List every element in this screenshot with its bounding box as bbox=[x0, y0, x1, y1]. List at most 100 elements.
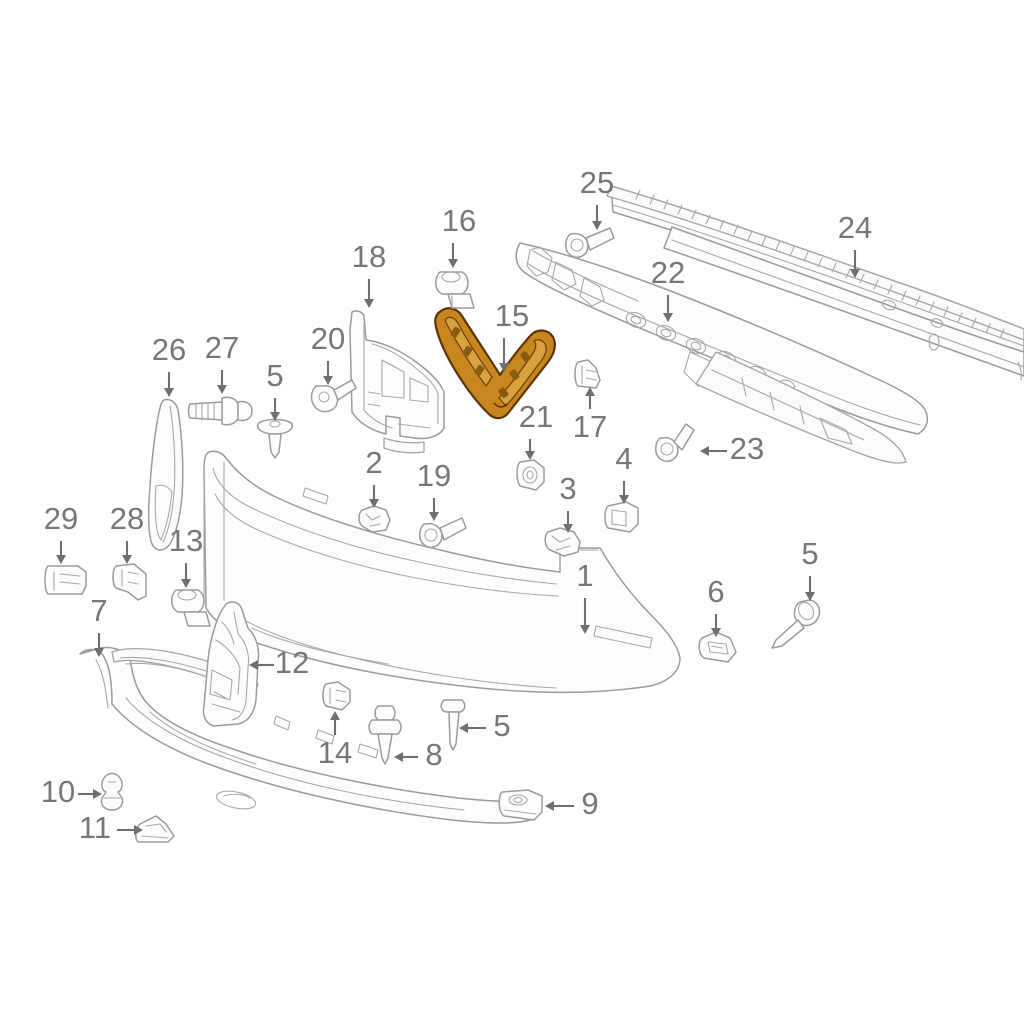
callout-29: 29 bbox=[44, 501, 78, 564]
leader-arrowhead bbox=[330, 711, 340, 720]
callout-number-10: 10 bbox=[41, 774, 75, 809]
leader-arrowhead bbox=[592, 221, 602, 230]
leader-arrowhead bbox=[545, 801, 554, 811]
callout-3: 3 bbox=[559, 471, 577, 533]
leader-arrowhead bbox=[270, 412, 280, 421]
callout-11: 11 bbox=[79, 810, 143, 845]
callout-5: 5 bbox=[266, 358, 284, 421]
callout-number-17: 17 bbox=[573, 409, 607, 444]
leader-arrowhead bbox=[663, 313, 673, 322]
callout-15: 15 bbox=[495, 298, 529, 372]
leader-arrowhead bbox=[499, 363, 509, 372]
part-11-clip bbox=[135, 815, 175, 843]
leader-arrowhead bbox=[580, 625, 590, 634]
callout-27: 27 bbox=[205, 330, 239, 394]
part-12-bracket bbox=[202, 601, 260, 727]
callout-26: 26 bbox=[152, 332, 186, 397]
callout-number-5: 5 bbox=[266, 358, 283, 393]
part-18-side-bracket bbox=[349, 310, 445, 454]
part-14-clip bbox=[322, 681, 351, 711]
callout-1: 1 bbox=[576, 558, 594, 634]
callout-number-20: 20 bbox=[311, 321, 345, 356]
callout-number-3: 3 bbox=[559, 471, 576, 506]
callout-number-18: 18 bbox=[352, 239, 386, 274]
leader-arrowhead bbox=[429, 512, 439, 521]
callout-number-23: 23 bbox=[730, 431, 764, 466]
part-10-push-clip bbox=[100, 772, 124, 811]
part-20-bolt bbox=[310, 379, 357, 413]
callout-25: 25 bbox=[580, 165, 614, 230]
leader-arrowhead bbox=[364, 299, 374, 308]
part-8-rivet bbox=[368, 705, 402, 765]
callout-number-15: 15 bbox=[495, 298, 529, 333]
part-24-reinforcement-beam bbox=[606, 185, 1024, 381]
callout-17: 17 bbox=[573, 387, 607, 444]
leader-arrowhead bbox=[134, 825, 143, 835]
part-25-bolt bbox=[565, 227, 615, 258]
callout-2: 2 bbox=[365, 445, 383, 508]
callout-12: 12 bbox=[249, 645, 309, 680]
callout-number-28: 28 bbox=[110, 501, 144, 536]
callout-number-11: 11 bbox=[79, 810, 111, 845]
leader-arrowhead bbox=[93, 789, 102, 799]
callout-number-25: 25 bbox=[580, 165, 614, 200]
callout-6: 6 bbox=[707, 574, 725, 637]
callout-22: 22 bbox=[651, 255, 685, 322]
part-1-bumper-cover bbox=[203, 450, 681, 694]
part-17-clip bbox=[574, 359, 601, 389]
leader-arrowhead bbox=[181, 579, 191, 588]
part-5c-pin bbox=[440, 699, 466, 751]
part-26-trim-strip bbox=[147, 398, 184, 551]
leader-arrowhead bbox=[448, 259, 458, 268]
callout-8: 8 bbox=[394, 737, 443, 772]
part-13-bolt bbox=[171, 589, 211, 627]
part-9-nut-plate bbox=[498, 789, 543, 821]
part-5a-push-pin bbox=[256, 418, 294, 459]
leader-arrowhead bbox=[164, 388, 174, 397]
callout-5: 5 bbox=[801, 536, 819, 601]
callout-13: 13 bbox=[169, 523, 203, 588]
leader-arrowhead bbox=[585, 387, 595, 396]
part-23-stud bbox=[655, 423, 695, 462]
leader-arrowhead bbox=[850, 269, 860, 278]
leader-arrowhead bbox=[619, 495, 629, 504]
callout-14: 14 bbox=[318, 711, 352, 770]
callout-number-27: 27 bbox=[205, 330, 239, 365]
callout-number-24: 24 bbox=[838, 210, 872, 245]
callout-number-5: 5 bbox=[493, 708, 510, 743]
callout-number-22: 22 bbox=[651, 255, 685, 290]
callout-number-29: 29 bbox=[44, 501, 78, 536]
leader-arrowhead bbox=[217, 385, 227, 394]
callout-number-21: 21 bbox=[519, 399, 553, 434]
callout-21: 21 bbox=[519, 399, 553, 460]
callout-9: 9 bbox=[545, 786, 599, 821]
part-27-screw bbox=[187, 396, 253, 426]
callout-number-6: 6 bbox=[707, 574, 724, 609]
callout-number-26: 26 bbox=[152, 332, 186, 367]
leader-arrowhead bbox=[56, 555, 66, 564]
leader-arrowhead bbox=[323, 376, 333, 385]
callout-7: 7 bbox=[90, 593, 108, 657]
part-29-clip bbox=[44, 565, 87, 595]
part-21-grommet bbox=[516, 459, 545, 491]
callout-10: 10 bbox=[41, 774, 102, 809]
callout-16: 16 bbox=[442, 203, 476, 268]
callout-4: 4 bbox=[615, 441, 633, 504]
part-6-bracket bbox=[698, 631, 737, 663]
callout-18: 18 bbox=[352, 239, 386, 308]
callout-number-16: 16 bbox=[442, 203, 476, 238]
callout-number-7: 7 bbox=[90, 593, 107, 628]
part-5b-pin bbox=[771, 599, 821, 649]
part-16-flange-bolt bbox=[435, 271, 475, 309]
callout-23: 23 bbox=[700, 431, 764, 466]
callout-number-2: 2 bbox=[365, 445, 382, 480]
callout-5: 5 bbox=[459, 708, 511, 743]
part-15-highlighted-bracket bbox=[434, 307, 556, 420]
callout-number-12: 12 bbox=[275, 645, 309, 680]
leader-arrowhead bbox=[459, 723, 468, 733]
callout-number-8: 8 bbox=[425, 737, 442, 772]
part-4-clip bbox=[604, 501, 639, 533]
callout-20: 20 bbox=[311, 321, 345, 385]
